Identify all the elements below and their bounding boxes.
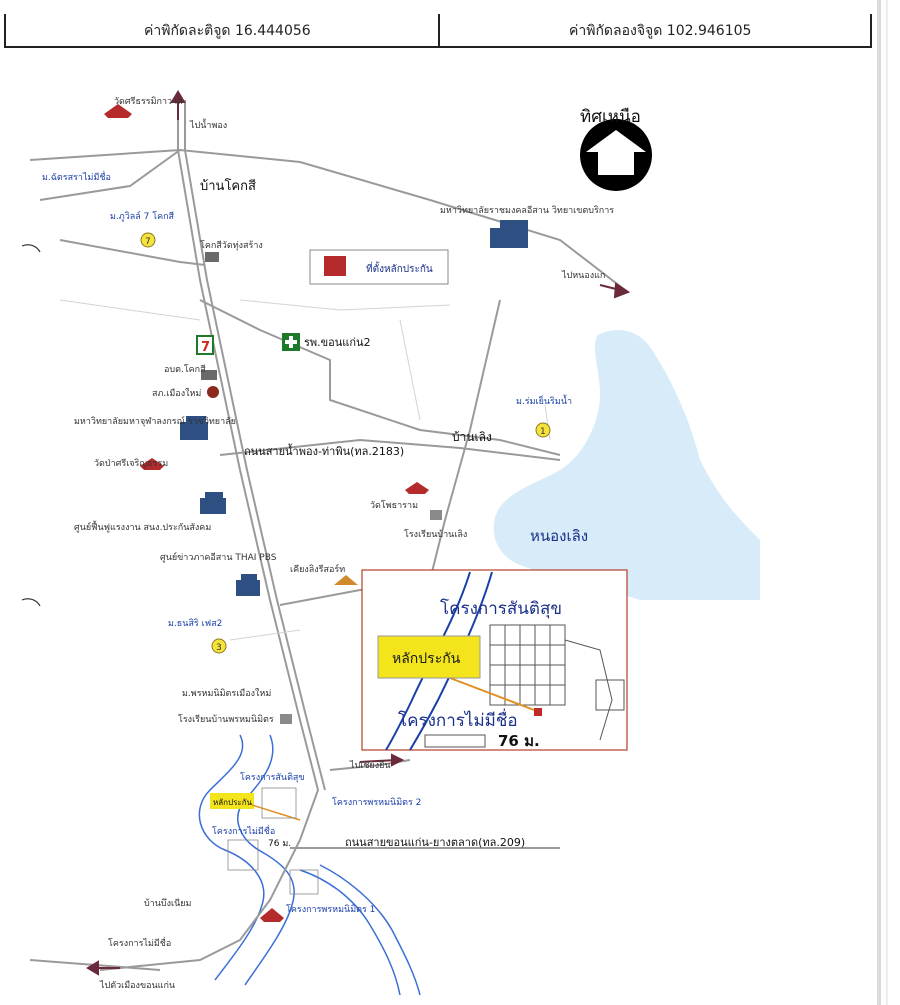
small-project-blocks <box>227 787 319 895</box>
school-icon <box>430 510 442 520</box>
label-village-chatsra: ม.ฉัตรสราไม่มีชื่อ <box>42 170 111 183</box>
page-edge <box>877 0 881 1005</box>
label-village-thanasiri: ม.ธนสิริ เฟส2 <box>168 618 222 629</box>
binder-hole-mark <box>21 598 41 607</box>
seven-eleven-label: 7 <box>201 340 210 355</box>
label-wat-pasri: วัดป่าศรีเจริญธรรม <box>94 458 168 469</box>
obt-office-icon <box>201 370 217 380</box>
label-villa-kokki: ม.ภูวิลล์ 7 โคกสี <box>110 210 175 222</box>
label-project-phrommit2: โครงการพรหมนิมิตร 2 <box>332 797 421 808</box>
page-edge-inner <box>886 0 888 1005</box>
label-to-chiangyuen: ไปเชียงยืน <box>349 760 391 771</box>
north-arrow-glyph <box>586 130 646 175</box>
longitude-label: ค่าพิกัดลองจิจูด 102.946105 <box>569 23 752 39</box>
latitude-label: ค่าพิกัดละติจูด 16.444056 <box>144 23 311 39</box>
label-thaipbs: ศูนย์ข่าวภาคอีสาน THAI PBS <box>160 551 277 563</box>
label-project-noname-small: โครงการไม่มีชื่อ <box>212 824 275 837</box>
inset-project-plots <box>424 624 625 748</box>
label-project-noname-bottom: โครงการไม่มีชื่อ <box>108 936 171 949</box>
river <box>237 734 295 986</box>
label-project-santisuk-small: โครงการสันติสุข <box>240 772 305 783</box>
label-resort: เคียงลิงรีสอร์ท <box>290 563 345 575</box>
label-ban-kokki: บ้านโคกสี <box>200 178 256 194</box>
label-road-209: ถนนสายขอนแก่น-ยางตลาด(ทล.209) <box>345 836 525 849</box>
collateral-plot-marker-icon <box>534 708 542 716</box>
river <box>299 869 401 996</box>
school-icon <box>280 714 292 724</box>
inset-river <box>385 571 493 751</box>
village-number: 3 <box>216 643 222 653</box>
label-temple-top: วัดศรีธรรมิกาวาส <box>114 96 183 107</box>
label-wat-phothi: วัดโพธาราม <box>370 500 418 511</box>
label-ban-buanium: บ้านบึงเนียม <box>144 898 192 909</box>
river <box>319 864 421 996</box>
label-school-phrommit: โรงเรียนบ้านพรหมนิมิตร <box>178 714 274 725</box>
police-icon <box>207 386 219 398</box>
direction-arrows <box>86 90 631 976</box>
header-divider-mid <box>438 14 440 48</box>
collateral-pointer <box>449 677 535 711</box>
roads <box>29 100 626 971</box>
village-marker-icon <box>211 638 227 654</box>
inset-distance: 76 ม. <box>498 732 540 750</box>
label-project-phrommit1: โครงการพรหมนิมิตร 1 <box>286 904 375 915</box>
inset-collateral-box <box>377 635 481 679</box>
river <box>198 734 265 981</box>
label-center-rehab: ศูนย์ฟื้นฟูแรงงาน สนง.ประกันสังคม <box>74 520 211 533</box>
label-hospital: รพ.ขอนแก่น2 <box>304 336 371 349</box>
inset-project-noname: โครงการไม่มีชื่อ <box>398 708 518 731</box>
binder-hole-mark <box>21 244 41 253</box>
building-icon <box>490 220 528 248</box>
label-road-2183: ถนนสายน้ำพอง-ท่าพิน(ทล.2183) <box>244 443 404 458</box>
label-nong-loeng: หนองเลิง <box>530 527 588 545</box>
building-icon <box>180 416 208 440</box>
label-to-nampong: ไปน้ำพอง <box>189 118 227 131</box>
village-number: 7 <box>145 237 151 247</box>
lake-nong-loeng <box>493 330 760 600</box>
village-marker-icon <box>535 422 551 438</box>
label-village-phrommit: ม.พรหมนิมิตรเมืองใหม่ <box>182 688 271 699</box>
label-village-romyen: ม.ร่มเย็นริมน้ำ <box>516 394 572 407</box>
temple-icon <box>104 104 429 922</box>
label-school-loeng: โรงเรียนบ้านเลิง <box>404 529 467 540</box>
label-to-khonkaen: ไปตัวเมืองขอนแก่น <box>99 980 175 991</box>
collateral-small-marker <box>210 793 254 809</box>
inset-collateral-label: หลักประกัน <box>392 651 461 667</box>
legend-label: ที่ตั้งหลักประกัน <box>366 261 433 275</box>
label-to-nongkae: ไปหนองแก <box>561 270 605 281</box>
label-ban-loeng: บ้านเลิง <box>452 430 492 444</box>
village-marker-icon <box>140 232 156 248</box>
label-police: สภ.เมืองใหม่ <box>152 388 201 399</box>
label-kokki-temple: โคกสีวัดทุ่งสร้าง <box>200 240 263 251</box>
label-rmu: มหาวิทยาลัยราชมงคลอีสาน วิทยาเขตบริการ <box>440 205 614 216</box>
inset-project-santisuk: โครงการสันติสุข <box>440 598 562 619</box>
label-dist-small: 76 ม. <box>268 839 291 849</box>
label-collateral-small: หลักประกัน <box>213 798 253 807</box>
coordinate-header: ค่าพิกัดละติจูด 16.444056 ค่าพิกัดลองจิจ… <box>4 8 872 48</box>
header-divider-left <box>4 14 6 48</box>
legend-marker-icon <box>324 256 346 276</box>
resort-icon <box>334 575 358 585</box>
label-obt-kokki: อบต.โคกสี <box>164 364 206 375</box>
village-number: 1 <box>540 427 546 437</box>
seven-eleven-icon <box>196 335 214 355</box>
north-label: ทิศเหนือ <box>580 107 641 127</box>
building-icon <box>200 492 226 514</box>
building-icon <box>236 574 260 596</box>
label-mcu: มหาวิทยาลัยมหาจุฬาลงกรณ์ ราชวิทยาลัย <box>74 415 236 427</box>
temple-office-icon <box>205 252 219 262</box>
header-divider-right <box>870 14 872 48</box>
